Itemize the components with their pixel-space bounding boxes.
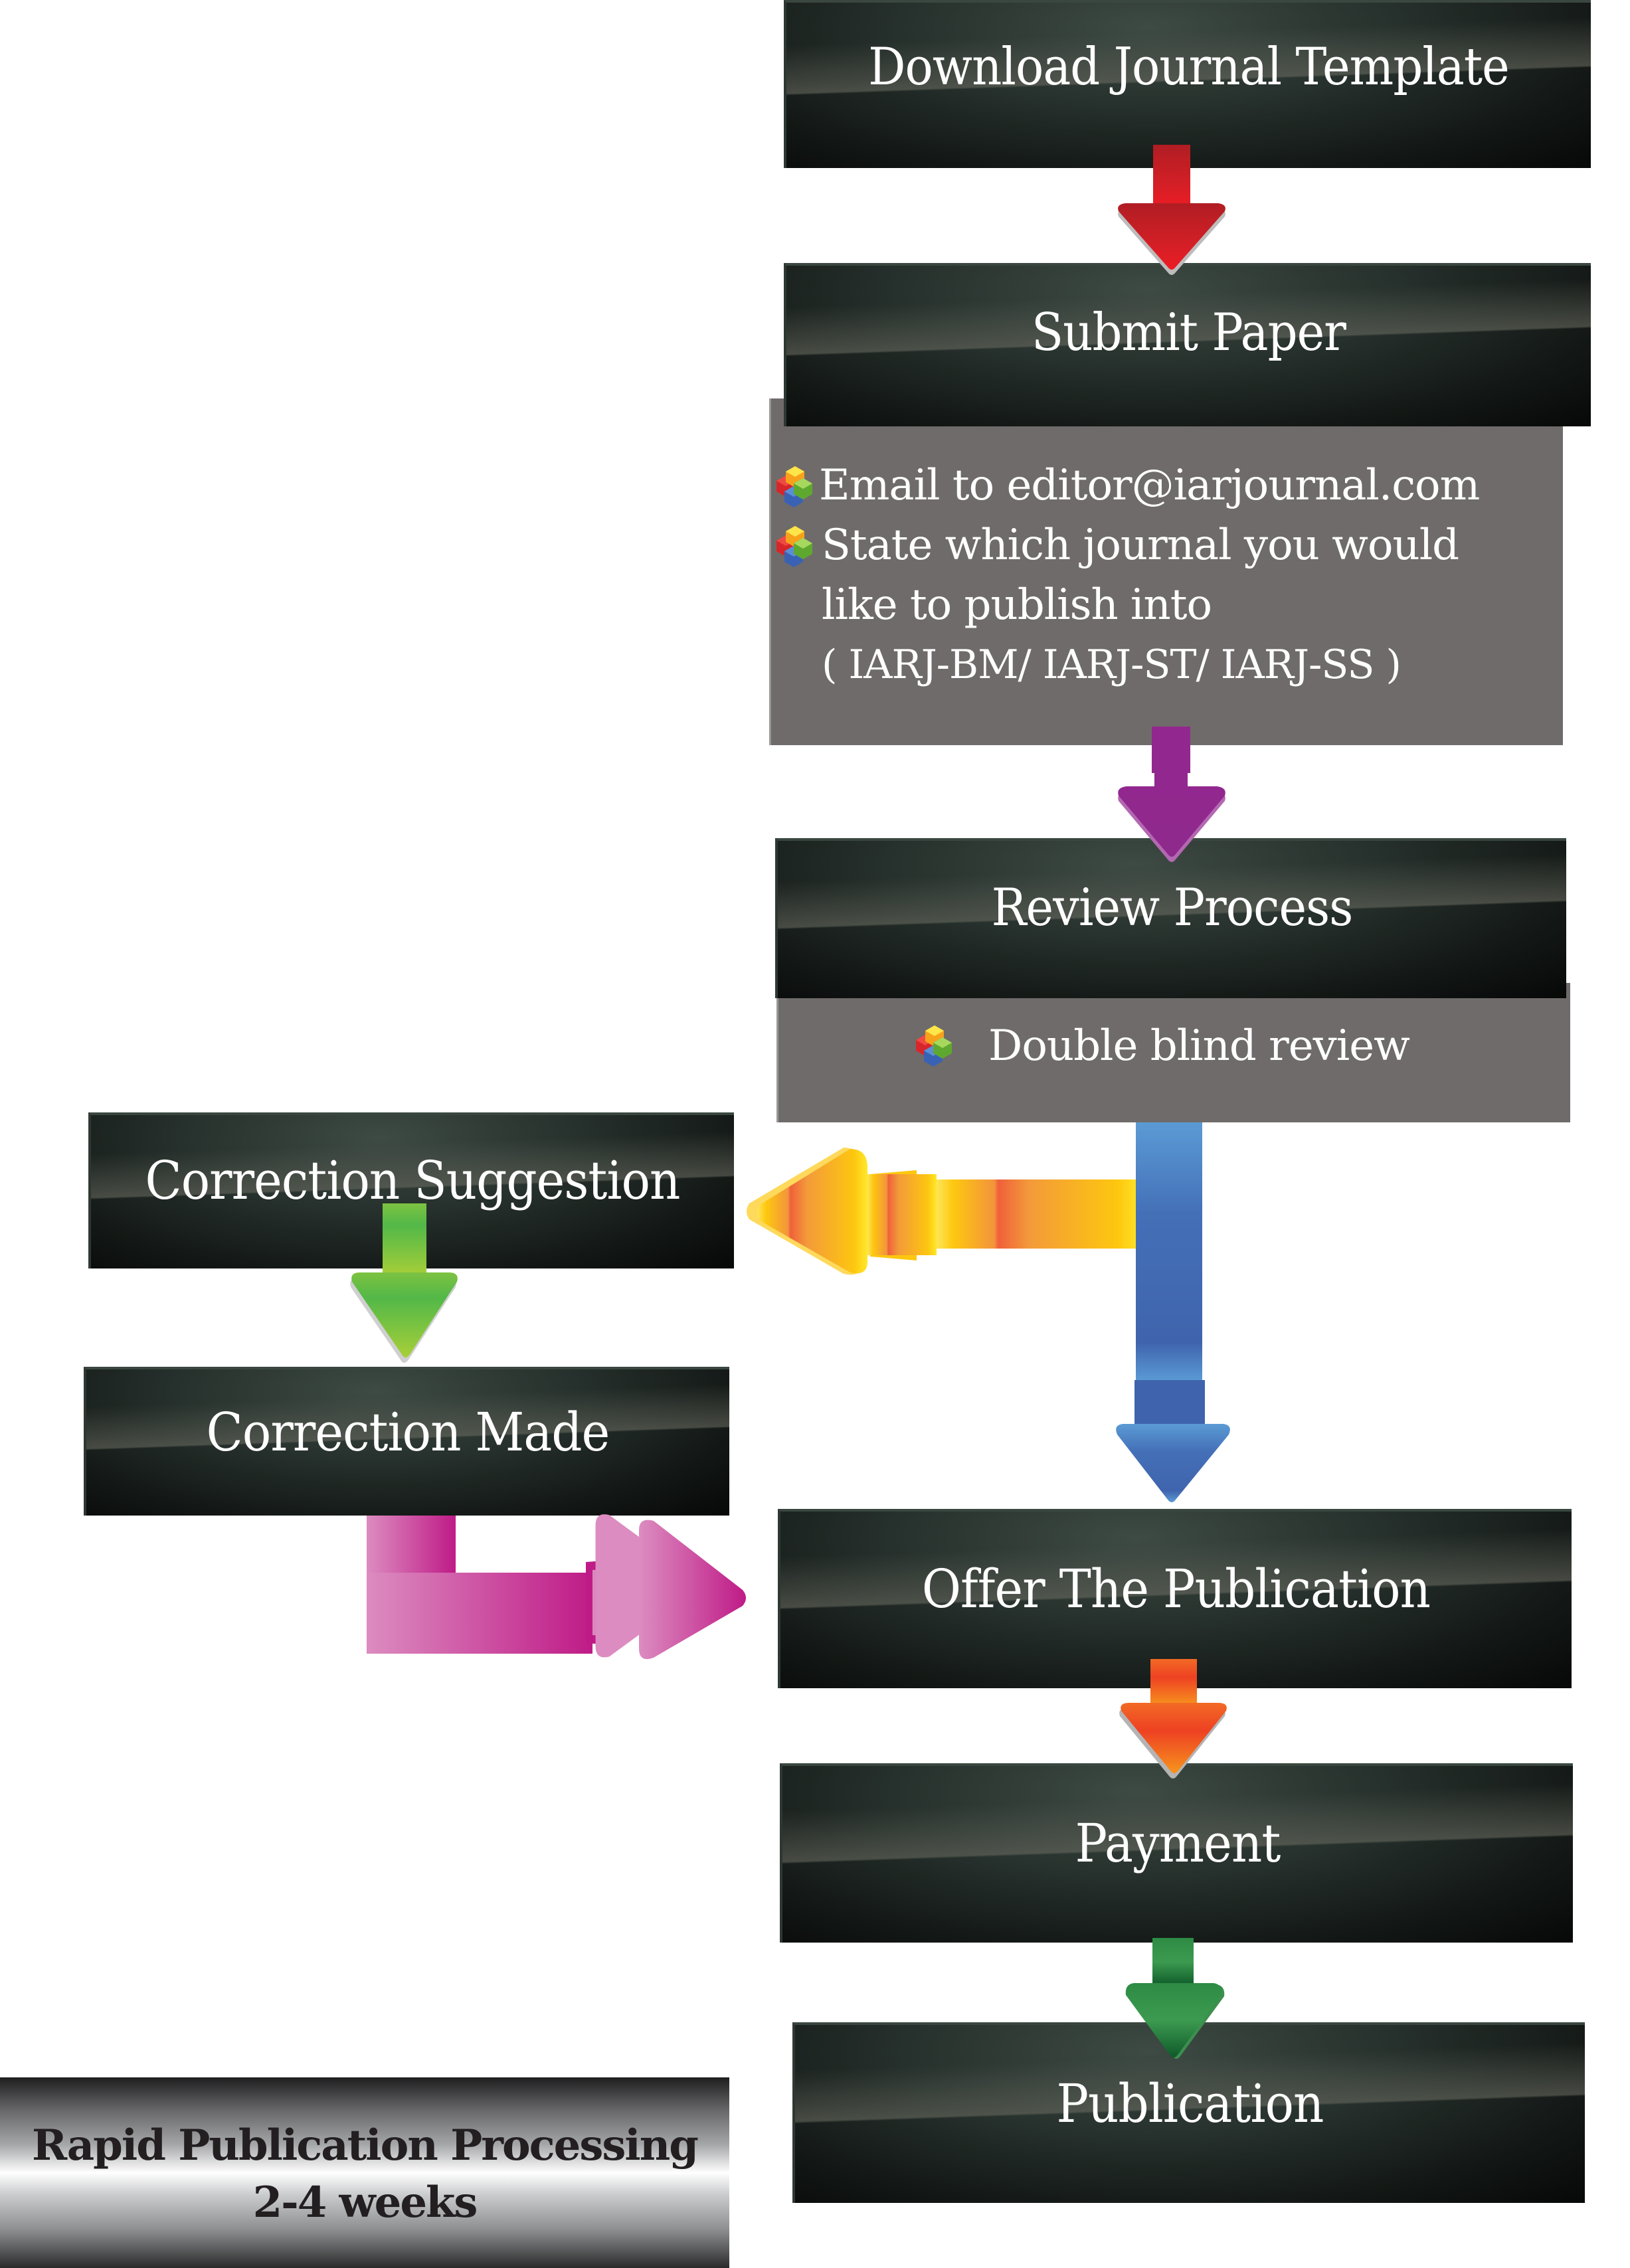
- step-download-template: Download Journal Template: [784, 0, 1591, 191]
- review-detail-double-blind: Double blind review: [988, 1021, 1410, 1071]
- review-details-panel: Double blind review: [776, 983, 1570, 1122]
- step-correction-made-label: Correction Made: [206, 1401, 610, 1463]
- submit-detail-journal-options: ( IARJ-BM/ IARJ-ST/ IARJ-SS ): [822, 642, 1402, 688]
- submit-details-panel: Email to editor@iarjournal.com State whi…: [769, 398, 1563, 745]
- rapid-processing-title: Rapid Publication Processing: [32, 2121, 699, 2170]
- arrow-review-to-correction-suggestion: [747, 1148, 1142, 1275]
- submit-detail-email: Email to editor@iarjournal.com: [819, 461, 1480, 510]
- arrow-review-to-offer: [1116, 1122, 1230, 1502]
- rapid-processing-duration: 2-4 weeks: [252, 2178, 478, 2227]
- arrow-suggestion-to-made: [350, 1203, 458, 1363]
- step-correction-suggestion-label: Correction Suggestion: [145, 1150, 681, 1211]
- rapid-processing-note: Rapid Publication Processing 2-4 weeks: [0, 2077, 729, 2268]
- arrow-offer-to-payment: [1119, 1659, 1227, 1779]
- arrow-payment-to-publication: [1125, 1938, 1225, 2059]
- colored-cubes-icon: [775, 526, 812, 567]
- submit-detail-state-journal: State which journal you would: [822, 521, 1459, 570]
- step-payment-label: Payment: [1075, 1812, 1281, 1874]
- step-submit-paper-label: Submit Paper: [1032, 303, 1346, 363]
- step-publication-label: Publication: [1056, 2073, 1324, 2135]
- arrow-submit-to-review: [1118, 727, 1225, 862]
- step-offer-publication-label: Offer The Publication: [921, 1558, 1431, 1620]
- step-correction-made: Correction Made: [84, 1367, 729, 1538]
- arrow-made-to-offer: [367, 1514, 746, 1660]
- step-review-process: Review Process: [775, 838, 1566, 1021]
- arrow-download-to-submit: [1118, 145, 1225, 275]
- step-submit-paper: Submit Paper: [784, 263, 1591, 449]
- step-download-template-label: Download Journal Template: [868, 37, 1510, 97]
- submit-detail-publish-into: like to publish into: [822, 580, 1212, 630]
- step-review-process-label: Review Process: [991, 878, 1354, 938]
- colored-cubes-icon: [775, 466, 812, 507]
- colored-cubes-icon: [915, 1025, 952, 1067]
- step-payment: Payment: [780, 1763, 1573, 1965]
